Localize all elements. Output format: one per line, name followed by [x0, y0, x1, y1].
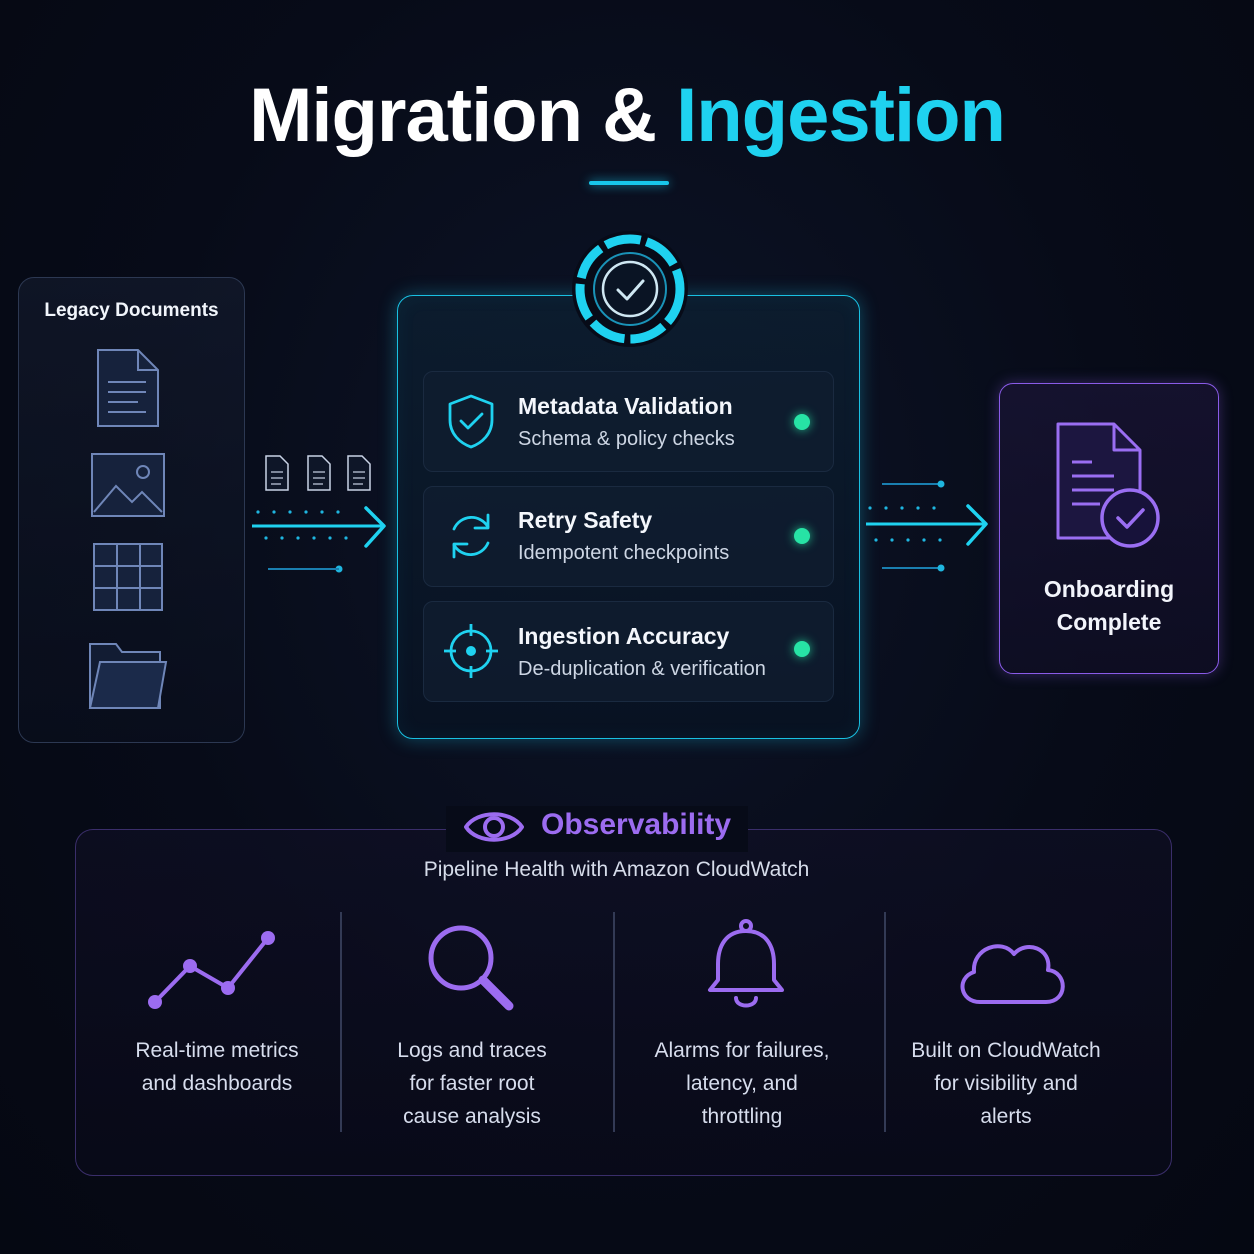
bell-icon: [708, 919, 784, 1008]
line-chart-icon: [148, 931, 275, 1009]
label-line: Logs and traces: [397, 1039, 547, 1062]
title-underline: [589, 181, 669, 185]
image-icon: [91, 453, 165, 517]
label-line: for visibility and: [934, 1072, 1078, 1095]
label-line: alerts: [980, 1105, 1032, 1128]
onboarding-label: Onboarding Complete: [999, 573, 1219, 639]
observability-item-label: Alarms for failures, latency, and thrott…: [622, 1034, 862, 1133]
label-line: and dashboards: [141, 1072, 293, 1095]
label-line: Alarms for failures,: [654, 1039, 830, 1062]
check-title: Metadata Validation: [518, 393, 733, 419]
label-line: latency, and: [686, 1072, 798, 1095]
status-indicator: [794, 414, 810, 430]
observability-item-label: Real-time metrics and dashboards: [97, 1034, 337, 1100]
check-title: Retry Safety: [518, 507, 653, 533]
label-line: Built on CloudWatch: [911, 1039, 1101, 1062]
search-icon: [428, 925, 514, 1011]
target-icon: [444, 624, 498, 678]
label-line: cause analysis: [403, 1105, 541, 1128]
table-icon: [93, 543, 163, 611]
check-row-metadata: [423, 371, 834, 472]
check-row-retry: [423, 486, 834, 587]
status-indicator: [794, 641, 810, 657]
check-title: Ingestion Accuracy: [518, 623, 730, 649]
output-flow-arrow: [866, 480, 988, 572]
check-subtitle: De-duplication & verification: [518, 658, 766, 680]
document-icon: [97, 349, 159, 427]
onboarding-label-line: Complete: [1056, 609, 1162, 635]
file-icon: [265, 455, 371, 491]
shield-check-icon: [448, 394, 494, 449]
observability-title: Observability: [541, 808, 732, 841]
status-indicator: [794, 528, 810, 544]
label-line: for faster root: [409, 1072, 535, 1095]
folder-icon: [88, 643, 168, 709]
check-subtitle: Schema & policy checks: [518, 428, 735, 450]
label-line: Real-time metrics: [135, 1039, 299, 1062]
ingest-flow-arrow: [252, 455, 386, 573]
eye-icon: [464, 812, 524, 842]
observability-subtitle: Pipeline Health with Amazon CloudWatch: [423, 858, 810, 881]
divider: [884, 912, 886, 1132]
title-part-2: Ingestion: [676, 73, 1006, 158]
page-title: Migration & Ingestion: [0, 72, 1254, 159]
divider: [340, 912, 342, 1132]
onboarding-label-line: Onboarding: [1043, 576, 1175, 602]
refresh-icon: [452, 513, 490, 559]
document-check-icon: [1056, 422, 1160, 548]
label-line: throttling: [701, 1105, 783, 1128]
legacy-documents-title: Legacy Documents: [44, 300, 219, 321]
cloud-icon: [960, 944, 1065, 1004]
title-part-1: Migration &: [249, 73, 677, 158]
observability-item-label: Logs and traces for faster root cause an…: [352, 1034, 592, 1133]
check-subtitle: Idempotent checkpoints: [518, 542, 730, 564]
divider: [613, 912, 615, 1132]
check-circle-icon: [572, 231, 688, 347]
observability-item-label: Built on CloudWatch for visibility and a…: [886, 1034, 1126, 1133]
